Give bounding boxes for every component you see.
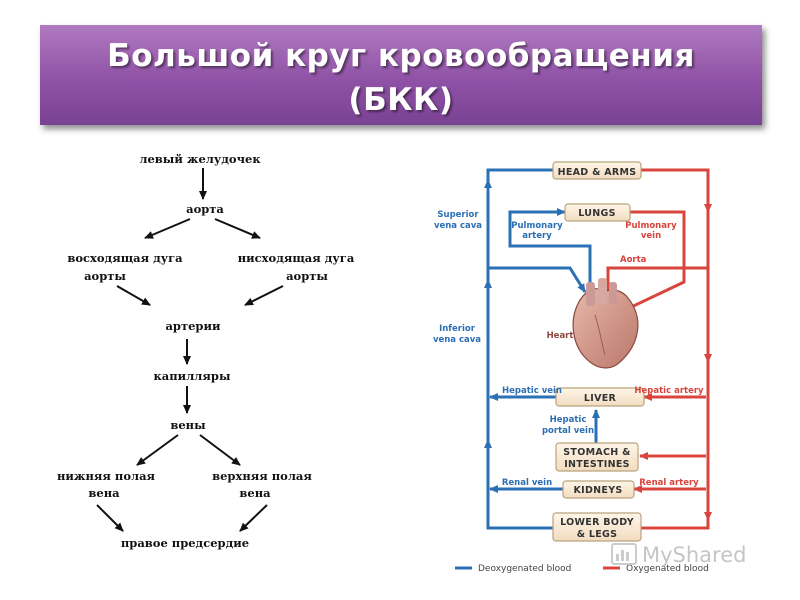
deoxygenated-vessels [484, 168, 600, 530]
oxygenated-vessels [606, 168, 712, 530]
box-kidneys [562, 480, 635, 499]
page-subtitle: (БКК) [348, 82, 454, 118]
label-hepatic-artery: Hepatic artery [634, 386, 704, 396]
label-lower-body-line2: & LEGS [577, 529, 618, 540]
label-renal-artery: Renal artery [639, 478, 699, 488]
flow-veins: вены [170, 418, 206, 432]
flow-descending-arch-line2: аорты [286, 269, 328, 283]
flow-superior-vena-cava-line1: верхняя полая [212, 469, 312, 483]
vein-left-trunk [486, 168, 553, 530]
arrow-to-ascending-arch [144, 218, 191, 239]
label-hepatic-portal-vein-1: Hepatic [550, 415, 587, 425]
flow-descending-arch-line1: нисходящая дуга [238, 251, 355, 265]
arrow-descending-to-arteries [244, 285, 284, 306]
flow-ascending-arch-line2: аорты [84, 269, 126, 283]
label-liver: LIVER [584, 393, 617, 404]
arrow-inferior-to-right-atrium [96, 504, 124, 532]
watermark-text: MyShared [642, 543, 746, 567]
flowchart: левый желудочек аорта восходящая дуга ао… [57, 152, 355, 550]
box-stomach-intestines [555, 442, 639, 472]
label-aorta: Aorta [620, 255, 647, 265]
heart-illustration [572, 278, 639, 369]
arrow-to-superior-vena-cava [199, 434, 241, 466]
watermark: MyShared [611, 543, 746, 567]
title-banner: Большой круг кровообращения (БКК) [40, 25, 762, 125]
organ-boxes: HEAD & ARMS LUNGS LIVER STOMACH & INTEST… [552, 161, 645, 542]
arrow-superior-to-right-atrium [239, 504, 268, 532]
label-pulmonary-vein-2: vein [641, 231, 661, 241]
label-kidneys: KIDNEYS [573, 485, 622, 496]
box-lower-body [552, 512, 642, 542]
flow-ascending-arch-line1: восходящая дуга [67, 251, 183, 265]
label-pulmonary-artery-2: artery [522, 231, 552, 241]
flow-aorta: аорта [186, 202, 224, 216]
arrow-ascending-to-arteries [116, 285, 151, 306]
legend: Deoxygenated blood Oxygenated blood [455, 564, 709, 574]
box-liver [555, 387, 645, 407]
arrow-to-inferior-vena-cava [136, 434, 179, 466]
flow-superior-vena-cava-line2: вена [239, 486, 271, 500]
label-stomach-line2: INTESTINES [564, 459, 630, 470]
flow-arteries: артерии [165, 319, 221, 333]
label-superior-vena-cava-2: vena cava [434, 221, 482, 231]
box-head-arms [552, 161, 642, 180]
label-renal-vein: Renal vein [502, 478, 552, 488]
legend-oxygenated-label: Oxygenated blood [626, 564, 709, 574]
aorta-vessel [606, 266, 708, 292]
label-heart: Heart [547, 331, 574, 341]
flow-left-ventricle: левый желудочек [139, 152, 261, 166]
label-pulmonary-vein-1: Pulmonary [625, 221, 677, 231]
label-lungs: LUNGS [578, 208, 616, 219]
label-head-arms: HEAD & ARMS [558, 167, 637, 178]
label-pulmonary-artery-1: Pulmonary [511, 221, 563, 231]
flow-capillaries: капилляры [154, 369, 231, 383]
label-lower-body-line1: LOWER BODY [560, 517, 634, 528]
watermark-logo-icon [611, 543, 637, 565]
arrow-to-descending-arch [214, 218, 261, 239]
label-hepatic-portal-vein-2: portal vein [542, 426, 594, 436]
circulation-diagram: HEAD & ARMS LUNGS LIVER STOMACH & INTEST… [433, 161, 712, 574]
label-stomach-line1: STOMACH & [563, 447, 630, 458]
flow-inferior-vena-cava-line2: вена [88, 486, 120, 500]
legend-deoxygenated-label: Deoxygenated blood [478, 564, 571, 574]
flow-inferior-vena-cava-line1: нижняя полая [57, 469, 156, 483]
page-title: Большой круг кровообращения [107, 38, 695, 74]
pulmonary-vein-vessel [624, 210, 686, 312]
pulmonary-artery-vessel [508, 208, 592, 300]
box-lungs [564, 203, 631, 222]
label-superior-vena-cava-1: Superior [437, 210, 479, 220]
label-inferior-vena-cava-2: vena cava [433, 335, 481, 345]
label-inferior-vena-cava-1: Inferior [439, 324, 476, 334]
label-hepatic-vein: Hepatic vein [502, 386, 562, 396]
flow-right-atrium: правое предсердие [121, 536, 249, 550]
superior-vena-cava-vessel [488, 266, 587, 293]
vessel-labels: Superior vena cava Pulmonary artery Pulm… [433, 210, 704, 488]
